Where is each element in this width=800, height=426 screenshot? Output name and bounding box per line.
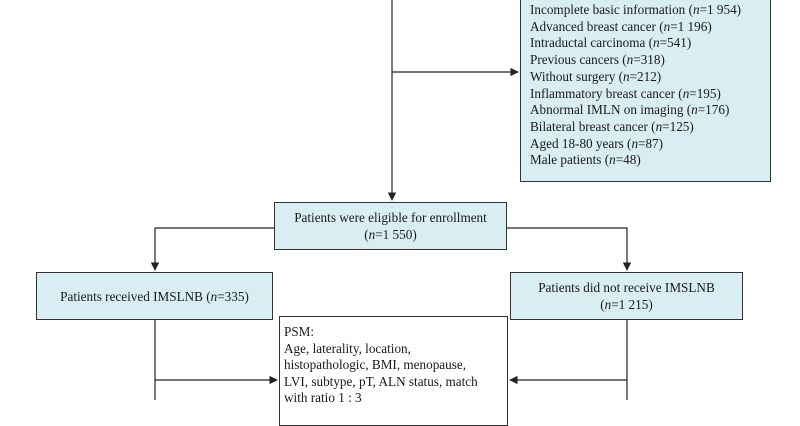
exclusion-item: Without surgery (n=212) xyxy=(530,68,662,84)
not-received-label: Patients did not receive IMSLNB xyxy=(538,280,715,295)
exclusion-item: Incomplete basic information (n=1 954) xyxy=(530,2,742,17)
not-received-box: Patients did not receive IMSLNB (n=1 215… xyxy=(510,272,743,320)
eligible-count: (n=1 550) xyxy=(364,227,417,242)
received-label: Patients received IMSLNB (n=335) xyxy=(60,288,249,304)
flowchart: Incomplete basic information (n=1 954) A… xyxy=(36,0,771,426)
exclusion-item: Inflammatory breast cancer (n=195) xyxy=(530,85,721,101)
exclusion-item: Bilateral breast cancer (n=125) xyxy=(530,118,694,134)
eligible-box: Patients were eligible for enrollment (n… xyxy=(274,202,507,250)
exclusion-item: Abnormal IMLN on imaging (n=176) xyxy=(530,102,730,118)
exclusion-box: Incomplete basic information (n=1 954) A… xyxy=(520,0,771,182)
received-box: Patients received IMSLNB (n=335) xyxy=(36,272,273,320)
psm-line: histopathologic, BMI, menopause, xyxy=(284,357,467,373)
not-received-count: (n=1 215) xyxy=(600,297,653,312)
exclusion-item: Aged 18-80 years (n=87) xyxy=(530,135,664,151)
connectors xyxy=(150,0,632,400)
split-right-line xyxy=(507,227,632,271)
exclusion-item: Intraductal carcinoma (n=541) xyxy=(530,35,692,51)
eligible-label: Patients were eligible for enrollment xyxy=(294,210,487,225)
exclusion-item: Previous cancers (n=318) xyxy=(530,52,665,68)
psm-box: PSM: Age, laterality, location, histopat… xyxy=(279,316,508,426)
exclusion-item: Advanced breast cancer (n=1 196) xyxy=(530,18,712,34)
split-left-line xyxy=(150,227,274,271)
psm-line: LVI, subtype, pT, ALN status, match xyxy=(284,373,478,389)
psm-line: with ratio 1 : 3 xyxy=(284,390,362,406)
exclusion-item: Male patients (n=48) xyxy=(530,152,641,168)
psm-line: PSM: xyxy=(284,324,315,339)
psm-line: Age, laterality, location, xyxy=(284,340,411,356)
